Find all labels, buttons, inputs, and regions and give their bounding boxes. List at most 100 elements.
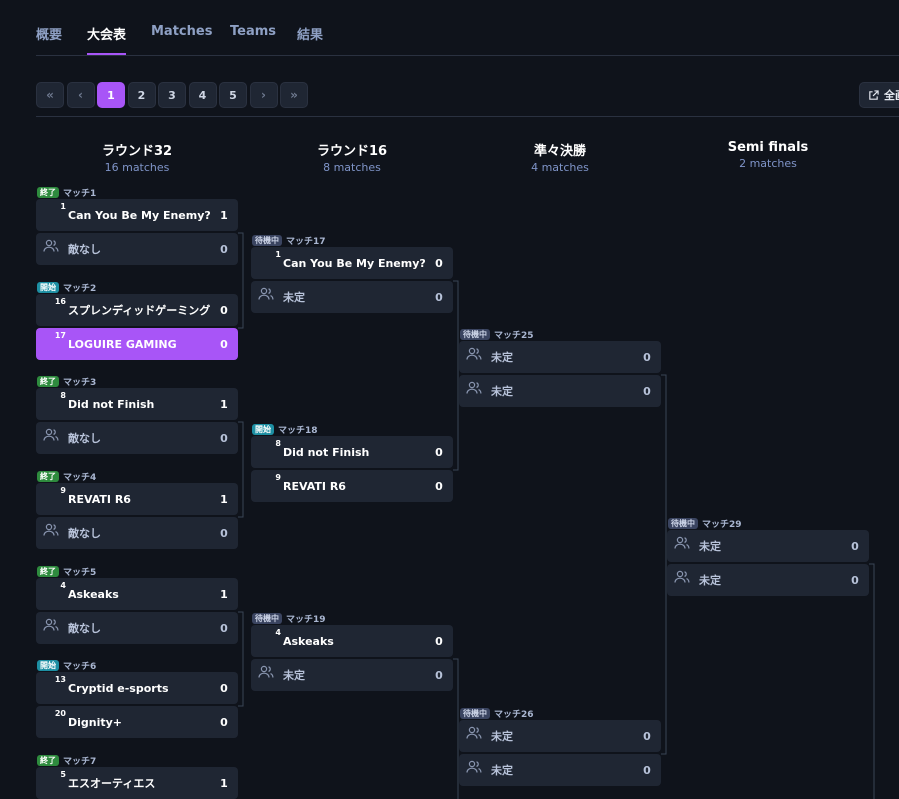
match-name: マッチ1 (63, 188, 97, 199)
team-score: 0 (643, 350, 651, 364)
tab-0[interactable]: 概要 (36, 28, 63, 43)
page-button-3[interactable]: 3 (158, 82, 186, 108)
team-name: Dignity+ (68, 715, 123, 729)
bracket-slot-empty[interactable]: 未定 0 (251, 281, 453, 313)
team-name: 未定 (699, 574, 721, 587)
users-icon (258, 287, 278, 307)
match-status-badge: 終了 (37, 470, 59, 482)
users-icon (466, 347, 486, 367)
users-icon (258, 665, 278, 685)
tab-bar: 概要 大会表 Matches Teams 結果 (36, 0, 899, 56)
team-score: 0 (435, 668, 443, 682)
page-button-4[interactable]: 4 (188, 82, 217, 108)
page-button-5[interactable]: 5 (219, 82, 247, 108)
users-icon (674, 570, 694, 590)
match-label: 終了マッチ4 (37, 470, 97, 483)
round-match-count: 4 matches (531, 161, 589, 174)
external-link-icon (869, 89, 879, 100)
team-logo-icon: 5 (43, 770, 66, 793)
team-score: 1 (220, 492, 228, 506)
first-page-button[interactable]: « (36, 82, 64, 108)
team-seed: 20 (54, 709, 66, 718)
match-label: 終了マッチ5 (37, 565, 96, 578)
bracket-slot-empty[interactable]: 敵なし 0 (36, 612, 238, 644)
open-full-view-button[interactable]: 全画 (859, 82, 899, 108)
team-score: 0 (643, 729, 651, 743)
round-match-count: 8 matches (323, 161, 381, 174)
round-title: 準々決勝 (533, 144, 586, 159)
team-name: 未定 (283, 669, 305, 682)
team-name: エスオーティエス (68, 777, 156, 790)
round-match-count: 16 matches (104, 161, 170, 174)
match-status-badge: 待機中 (252, 234, 282, 246)
team-score: 0 (220, 715, 228, 729)
team-score: 0 (435, 290, 443, 304)
team-name: 敵なし (68, 622, 101, 635)
match-name: マッチ7 (63, 756, 97, 767)
bracket-connector-line (238, 611, 244, 707)
team-logo-icon: 1 (258, 250, 281, 273)
match-label: 開始マッチ18 (252, 423, 318, 436)
bracket-connector-line (661, 374, 667, 755)
match-name: マッチ4 (63, 472, 97, 483)
team-name: LOGUIRE GAMING (68, 337, 177, 351)
team-name: Did not Finish (283, 445, 370, 459)
match-status-badge: 待機中 (460, 328, 490, 340)
match-status-badge: 開始 (37, 659, 59, 671)
tab-2[interactable]: Matches (151, 24, 213, 39)
team-seed: 8 (60, 391, 66, 400)
match-status-badge: 終了 (37, 565, 59, 577)
tab-3[interactable]: Teams (230, 24, 277, 39)
bracket-slot-empty[interactable]: 未定 0 (251, 659, 453, 691)
match-label: 待機中マッチ19 (252, 612, 326, 625)
page-button-2[interactable]: 2 (127, 82, 156, 108)
team-score: 1 (220, 208, 228, 222)
match-label: 待機中マッチ25 (460, 328, 534, 341)
team-logo-icon: 8 (43, 391, 66, 414)
team-logo-icon: 13 (43, 675, 66, 698)
page-button-1[interactable]: 1 (97, 82, 125, 108)
team-score: 0 (220, 621, 228, 635)
team-name: Askeaks (68, 587, 119, 601)
tab-4[interactable]: 結果 (297, 28, 324, 43)
team-name: 未定 (699, 540, 721, 553)
match-name: マッチ25 (494, 330, 534, 341)
team-name: Cryptid e-sports (68, 681, 169, 695)
team-logo-icon: 17 (43, 331, 66, 354)
match-status-badge: 待機中 (252, 612, 282, 624)
team-logo-icon: 9 (258, 473, 281, 496)
match-label: 開始マッチ2 (37, 281, 96, 294)
tab-1[interactable]: 大会表 (87, 28, 127, 43)
team-score: 0 (643, 763, 651, 777)
users-icon (43, 523, 63, 543)
team-name: 未定 (283, 291, 305, 304)
bracket-connector-line (869, 563, 875, 799)
prev-page-button[interactable]: ‹ (66, 82, 95, 108)
next-page-button[interactable]: › (249, 82, 278, 108)
match-name: マッチ29 (702, 519, 742, 530)
team-seed: 13 (54, 675, 66, 684)
last-page-button[interactable]: » (280, 82, 308, 108)
